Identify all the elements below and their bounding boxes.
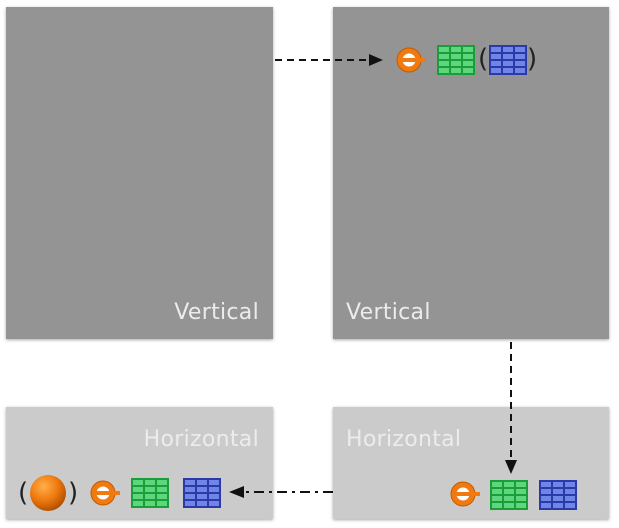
orange-ring-icon [450, 481, 480, 507]
panel-label: Vertical [174, 300, 259, 325]
open-paren: ( [18, 478, 29, 508]
vertical-panel-top-left: Vertical [6, 7, 273, 339]
panel-label: Vertical [346, 300, 431, 325]
orange-ring-icon [90, 480, 120, 506]
open-paren: ( [478, 44, 489, 74]
blue-grid-icon [539, 480, 577, 510]
orange-ball-icon [30, 475, 66, 511]
close-paren: ) [68, 478, 79, 508]
green-grid-icon [437, 45, 475, 75]
green-grid-icon [131, 478, 169, 508]
blue-grid-icon [183, 478, 221, 508]
arrow-bottom-right-to-bottom-left [229, 486, 333, 498]
panel-label: Horizontal [143, 427, 259, 452]
arrow-top-left-to-top-right [275, 54, 383, 66]
green-grid-icon [490, 480, 528, 510]
arrow-top-right-to-bottom-right [505, 342, 517, 474]
blue-grid-icon [489, 45, 527, 75]
panel-label: Horizontal [346, 427, 462, 452]
orange-ring-icon [396, 47, 426, 73]
close-paren: ) [527, 44, 538, 74]
